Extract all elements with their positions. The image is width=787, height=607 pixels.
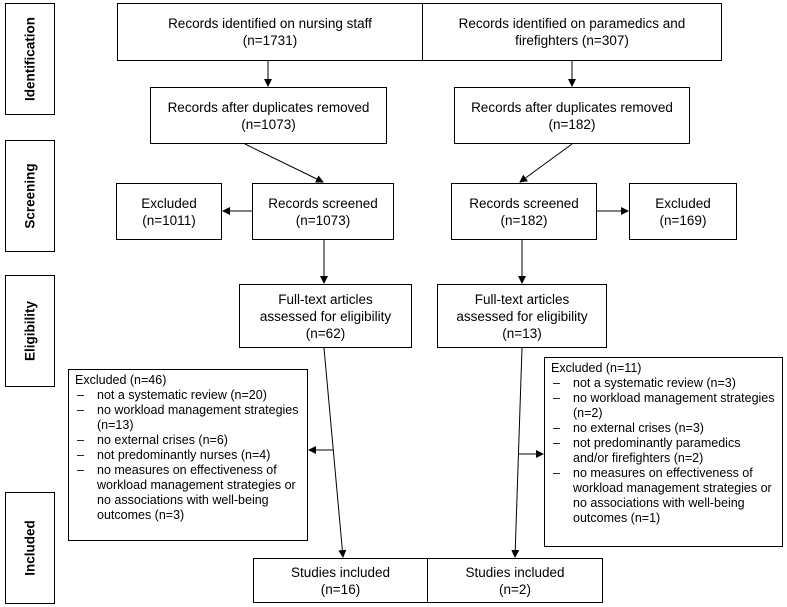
- list-item: not a systematic review (n=3): [551, 376, 776, 391]
- right-excluded-reasons-head: Excluded (n=11): [551, 361, 642, 375]
- right-dedup-line1: Records after duplicates removed: [471, 99, 673, 115]
- left-screened-line2: (n=1073): [295, 212, 351, 228]
- right-screened-line1: Records screened: [469, 195, 579, 211]
- left-dedup-box: Records after duplicates removed (n=1073…: [150, 87, 387, 144]
- right-included-line2: (n=2): [499, 581, 531, 597]
- left-dedup-line2: (n=1073): [241, 116, 296, 132]
- left-included-line1: Studies included: [290, 564, 391, 580]
- right-excluded-line2: (n=169): [659, 212, 707, 228]
- list-item: no external crises (n=6): [75, 433, 301, 448]
- list-item: no external crises (n=3): [551, 421, 776, 436]
- right-screened-line2: (n=182): [500, 212, 548, 228]
- list-item: no measures on effectiveness of workload…: [75, 463, 301, 523]
- left-dedup-line1: Records after duplicates removed: [167, 99, 370, 115]
- arrow-right-fulltext-to-included: [511, 347, 523, 558]
- left-excluded-line2: (n=1011): [142, 212, 196, 228]
- arrow-left-dedup-to-screened: [244, 143, 324, 183]
- right-included-line1: Studies included: [465, 564, 565, 580]
- left-excluded-reasons-box: Excluded (n=46) not a systematic review …: [68, 369, 308, 541]
- left-excluded-reasons-list: not a systematic review (n=20) no worklo…: [75, 388, 301, 523]
- right-fulltext-line2: assessed for eligibility: [456, 308, 588, 324]
- right-fulltext-box: Full-text articles assessed for eligibil…: [437, 284, 607, 348]
- list-item: not a systematic review (n=20): [75, 388, 301, 403]
- right-fulltext-line1: Full-text articles: [474, 291, 570, 307]
- left-excluded-line1: Excluded: [141, 195, 197, 211]
- left-screened-line1: Records screened: [268, 195, 378, 211]
- right-identified-box: Records identified on paramedics and fir…: [422, 3, 722, 61]
- right-excluded-line1: Excluded: [655, 195, 711, 211]
- right-dedup-box: Records after duplicates removed (n=182): [454, 87, 690, 144]
- right-screened-box: Records screened (n=182): [451, 183, 597, 240]
- left-fulltext-line2: assessed for eligibility: [259, 308, 392, 324]
- left-fulltext-line3: (n=62): [305, 325, 346, 341]
- list-item: not predominantly nurses (n=4): [75, 448, 301, 463]
- stage-identification: Identification: [5, 3, 55, 115]
- arrow-right-dedup-to-screened: [519, 143, 573, 183]
- list-item: not predominantly paramedics and/or fire…: [551, 436, 776, 466]
- right-dedup-line2: (n=182): [548, 116, 596, 132]
- list-item: no workload management strategies (n=2): [551, 391, 776, 421]
- stage-included: Included: [5, 492, 55, 604]
- stage-screening: Screening: [5, 140, 55, 252]
- list-item: no workload management strategies (n=13): [75, 403, 301, 433]
- left-identified-box: Records identified on nursing staff (n=1…: [117, 3, 423, 61]
- left-fulltext-line1: Full-text articles: [278, 291, 373, 307]
- arrow-left-fulltext-to-included: [323, 347, 347, 558]
- right-identified-line2: firefighters (n=307): [515, 33, 629, 48]
- left-identified-line1: Records identified on nursing staff: [168, 16, 372, 31]
- left-identified-line2: (n=1731): [242, 33, 298, 48]
- list-item: no measures on effectiveness of workload…: [551, 466, 776, 526]
- stage-eligibility: Eligibility: [5, 275, 55, 387]
- right-excluded-reasons-box: Excluded (n=11) not a systematic review …: [544, 357, 783, 547]
- right-included-box: Studies included (n=2): [427, 558, 603, 603]
- left-included-line2: (n=16): [320, 581, 361, 597]
- left-screened-box: Records screened (n=1073): [252, 183, 394, 240]
- right-fulltext-line3: (n=13): [502, 325, 542, 341]
- right-excluded-reasons-list: not a systematic review (n=3) no workloa…: [551, 376, 776, 526]
- left-excluded-box: Excluded (n=1011): [116, 183, 222, 240]
- left-fulltext-box: Full-text articles assessed for eligibil…: [239, 284, 412, 348]
- right-identified-line1: Records identified on paramedics and: [458, 16, 686, 31]
- right-excluded-box: Excluded (n=169): [629, 183, 737, 240]
- left-excluded-reasons-head: Excluded (n=46): [75, 373, 167, 387]
